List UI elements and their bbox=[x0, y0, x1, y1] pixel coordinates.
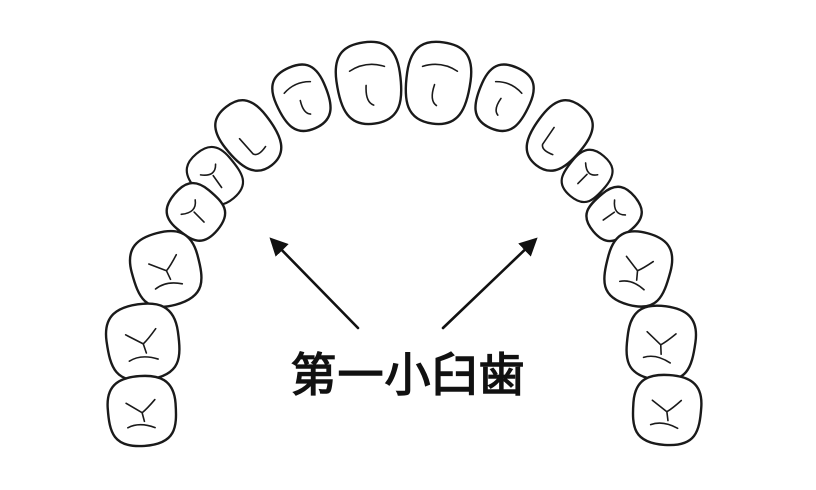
left-central-incisor-groove bbox=[348, 63, 386, 106]
right-second-molar-tooth bbox=[625, 304, 698, 382]
right-third-molar-outline bbox=[631, 373, 703, 447]
right-lateral-incisor-groove bbox=[494, 80, 523, 116]
right-second-molar-outline bbox=[625, 304, 698, 382]
left-second-molar-tooth bbox=[104, 302, 181, 382]
left-third-molar-outline bbox=[106, 374, 178, 448]
right-second-molar-groove bbox=[642, 330, 677, 364]
right-canine-tooth bbox=[525, 99, 594, 172]
right-first-molar-tooth bbox=[603, 230, 674, 308]
left-second-premolar-outline bbox=[165, 181, 227, 242]
left-central-incisor-tooth bbox=[334, 40, 403, 126]
caption-label: 第一小臼歯 bbox=[290, 348, 526, 402]
right-first-molar-groove bbox=[618, 255, 655, 291]
right-lateral-incisor-tooth bbox=[474, 63, 535, 133]
left-canine-groove bbox=[238, 137, 267, 156]
right-lateral-incisor-outline bbox=[474, 63, 535, 133]
right-third-molar-groove bbox=[649, 399, 683, 430]
left-first-molar-groove bbox=[148, 253, 184, 290]
right-second-premolar-groove bbox=[602, 199, 627, 221]
left-central-incisor-outline bbox=[334, 40, 403, 126]
left-canine-outline bbox=[214, 99, 283, 172]
left-lateral-incisor-groove bbox=[283, 80, 312, 115]
left-lateral-incisor-tooth bbox=[271, 63, 332, 133]
right-first-molar-outline bbox=[603, 230, 674, 308]
right-canine-groove bbox=[541, 126, 555, 156]
right-second-premolar-tooth bbox=[585, 185, 643, 243]
right-central-incisor-tooth bbox=[404, 40, 473, 126]
right-canine-outline bbox=[525, 99, 594, 172]
arrows-group bbox=[269, 237, 538, 330]
left-arrow bbox=[269, 237, 360, 330]
right-second-premolar-outline bbox=[585, 185, 643, 243]
left-lateral-incisor-outline bbox=[271, 63, 332, 133]
right-central-incisor-groove bbox=[421, 63, 459, 107]
left-third-molar-tooth bbox=[106, 374, 178, 448]
left-second-molar-outline bbox=[104, 302, 181, 382]
right-first-premolar-groove bbox=[577, 162, 599, 185]
teeth-group bbox=[104, 40, 703, 448]
right-third-molar-tooth bbox=[631, 373, 703, 447]
left-first-premolar-groove bbox=[199, 163, 223, 189]
left-second-molar-groove bbox=[124, 327, 159, 362]
left-second-premolar-tooth bbox=[165, 181, 227, 242]
right-arrow bbox=[441, 237, 538, 330]
right-first-premolar-tooth bbox=[560, 148, 614, 204]
left-third-molar-groove bbox=[125, 398, 156, 429]
left-second-premolar-groove bbox=[180, 199, 205, 223]
left-canine-tooth bbox=[214, 99, 283, 172]
right-central-incisor-outline bbox=[404, 40, 473, 126]
